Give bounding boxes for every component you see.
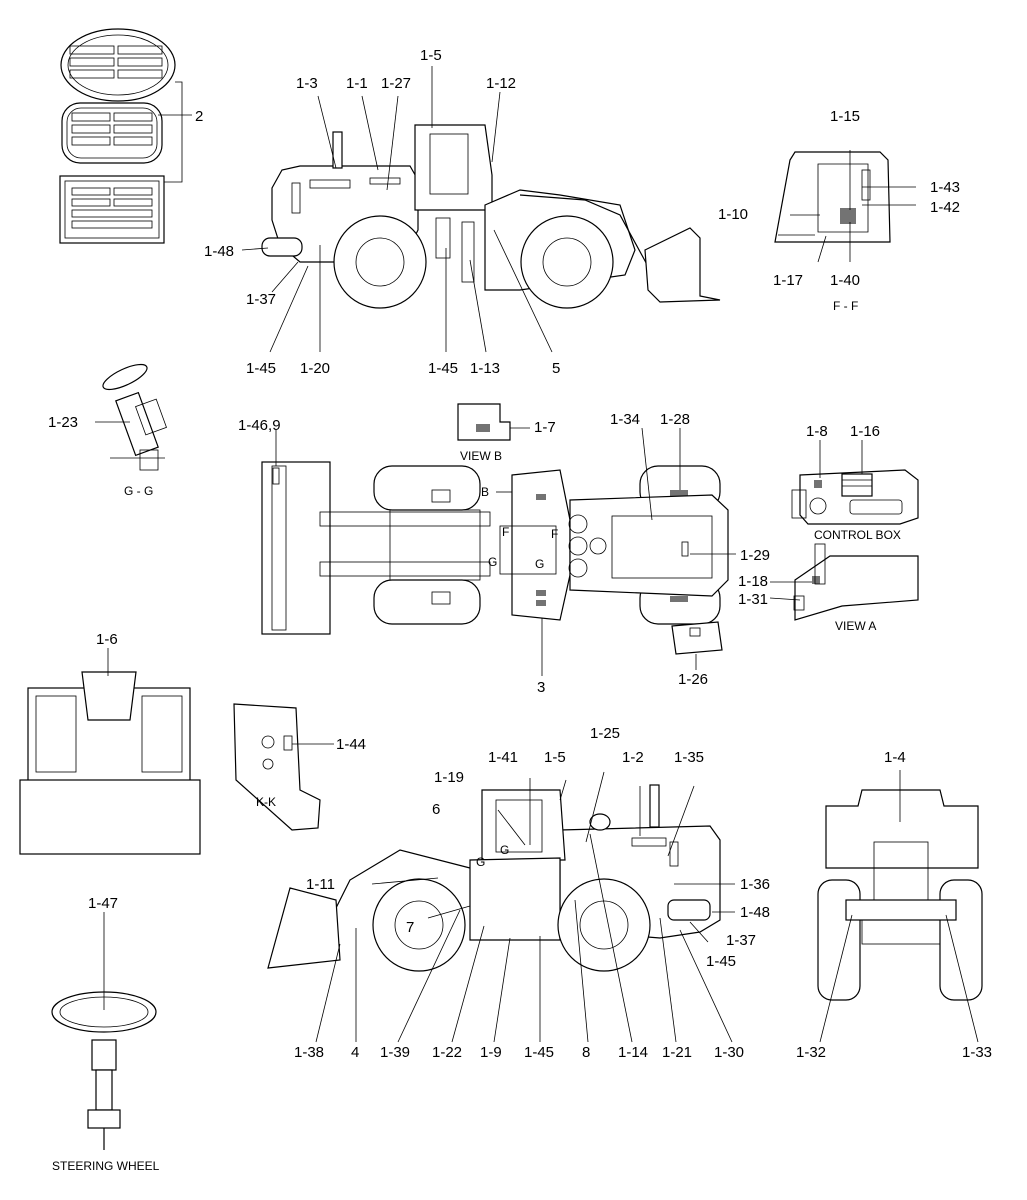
caption-view-a: VIEW A xyxy=(835,619,876,633)
label-5: 5 xyxy=(552,360,560,377)
label-1-37-bottom: 1-37 xyxy=(726,932,756,949)
label-1-14: 1-14 xyxy=(618,1044,648,1061)
label-1-29: 1-29 xyxy=(740,547,770,564)
label-7: 7 xyxy=(406,919,414,936)
label-1-25: 1-25 xyxy=(590,725,620,742)
label-1-41: 1-41 xyxy=(488,749,518,766)
side-view-right-leaders xyxy=(315,771,735,1043)
kk-section-drawing xyxy=(233,703,334,831)
caption-control-box: CONTROL BOX xyxy=(814,528,901,542)
label-2: 2 xyxy=(195,108,203,125)
label-1-1: 1-1 xyxy=(346,75,368,92)
label-1-31: 1-31 xyxy=(738,591,768,608)
label-1-45-bottom-b: 1-45 xyxy=(524,1044,554,1061)
label-1-21: 1-21 xyxy=(662,1044,692,1061)
top-view-drawing xyxy=(261,461,729,635)
caption-kk: K-K xyxy=(256,795,276,809)
label-1-39: 1-39 xyxy=(380,1044,410,1061)
side-view-left-leaders xyxy=(241,66,553,353)
label-1-12: 1-12 xyxy=(486,75,516,92)
label-1-45-top-a: 1-45 xyxy=(246,360,276,377)
label-1-28: 1-28 xyxy=(660,411,690,428)
decal-plates-drawing xyxy=(59,28,192,244)
caption-gg: G - G xyxy=(124,484,153,498)
label-1-17: 1-17 xyxy=(773,272,803,289)
label-1-7: 1-7 xyxy=(534,419,556,436)
mark-g-side-b: G xyxy=(500,843,509,857)
label-1-48-bottom: 1-48 xyxy=(740,904,770,921)
label-1-47: 1-47 xyxy=(88,895,118,912)
caption-steering-wheel: STEERING WHEEL xyxy=(52,1159,160,1173)
label-1-6: 1-6 xyxy=(96,631,118,648)
callout-labels: 2 1-3 1-1 1-27 1-5 1-12 1-48 1-37 1-45 1… xyxy=(48,47,992,1061)
control-box-drawing xyxy=(791,440,919,525)
steering-wheel-drawing xyxy=(51,912,157,1150)
front-view-drawing xyxy=(19,648,201,855)
label-1-20: 1-20 xyxy=(300,360,330,377)
label-1-18: 1-18 xyxy=(738,573,768,590)
mark-g-left: G xyxy=(488,555,497,569)
label-1-22: 1-22 xyxy=(432,1044,462,1061)
label-4: 4 xyxy=(351,1044,359,1061)
steering-column-gg-drawing xyxy=(95,363,167,471)
label-1-46-9: 1-46,9 xyxy=(238,417,281,434)
label-1-37-top: 1-37 xyxy=(246,291,276,308)
rear-view-drawing xyxy=(817,770,983,1043)
label-1-35: 1-35 xyxy=(674,749,704,766)
part-1-26-drawing xyxy=(671,621,723,670)
label-1-5-top: 1-5 xyxy=(420,47,442,64)
label-6: 6 xyxy=(432,801,440,818)
cab-section-ff-drawing xyxy=(774,150,916,263)
mark-f-left: F xyxy=(502,525,509,539)
label-1-45-bottom-a: 1-45 xyxy=(706,953,736,970)
label-1-19: 1-19 xyxy=(434,769,464,786)
mark-g-right: G xyxy=(535,557,544,571)
mark-g-side-a: G xyxy=(476,855,485,869)
label-1-40: 1-40 xyxy=(830,272,860,289)
label-1-4: 1-4 xyxy=(884,749,906,766)
label-1-27: 1-27 xyxy=(381,75,411,92)
label-3: 3 xyxy=(537,679,545,696)
label-1-32: 1-32 xyxy=(796,1044,826,1061)
side-view-left-drawing xyxy=(261,124,721,309)
label-1-44: 1-44 xyxy=(336,736,366,753)
mark-f-right: F xyxy=(551,527,558,541)
label-1-30: 1-30 xyxy=(714,1044,744,1061)
top-view-leaders xyxy=(275,427,736,676)
label-1-33: 1-33 xyxy=(962,1044,992,1061)
label-1-15: 1-15 xyxy=(830,108,860,125)
label-8: 8 xyxy=(582,1044,590,1061)
view-a-drawing xyxy=(769,543,919,621)
label-1-42: 1-42 xyxy=(930,199,960,216)
label-1-45-top-b: 1-45 xyxy=(428,360,458,377)
label-1-48-top: 1-48 xyxy=(204,243,234,260)
side-view-right-drawing xyxy=(267,784,721,972)
section-marks: B F F G G G G xyxy=(476,485,558,869)
label-1-38: 1-38 xyxy=(294,1044,324,1061)
label-1-34: 1-34 xyxy=(610,411,640,428)
view-captions: F - F G - G VIEW B CONTROL BOX VIEW A K-… xyxy=(52,299,901,1173)
label-1-36: 1-36 xyxy=(740,876,770,893)
label-1-5-bottom: 1-5 xyxy=(544,749,566,766)
label-1-26: 1-26 xyxy=(678,671,708,688)
mark-b: B xyxy=(481,485,489,499)
view-b-drawing xyxy=(457,403,530,441)
label-1-11: 1-11 xyxy=(306,876,335,893)
label-1-2: 1-2 xyxy=(622,749,644,766)
caption-ff: F - F xyxy=(833,299,858,313)
caption-view-b: VIEW B xyxy=(460,449,502,463)
label-1-43: 1-43 xyxy=(930,179,960,196)
label-1-23: 1-23 xyxy=(48,414,78,431)
label-1-9: 1-9 xyxy=(480,1044,502,1061)
label-1-16: 1-16 xyxy=(850,423,880,440)
label-1-13: 1-13 xyxy=(470,360,500,377)
label-1-8: 1-8 xyxy=(806,423,828,440)
label-1-10: 1-10 xyxy=(718,206,748,223)
label-1-3: 1-3 xyxy=(296,75,318,92)
